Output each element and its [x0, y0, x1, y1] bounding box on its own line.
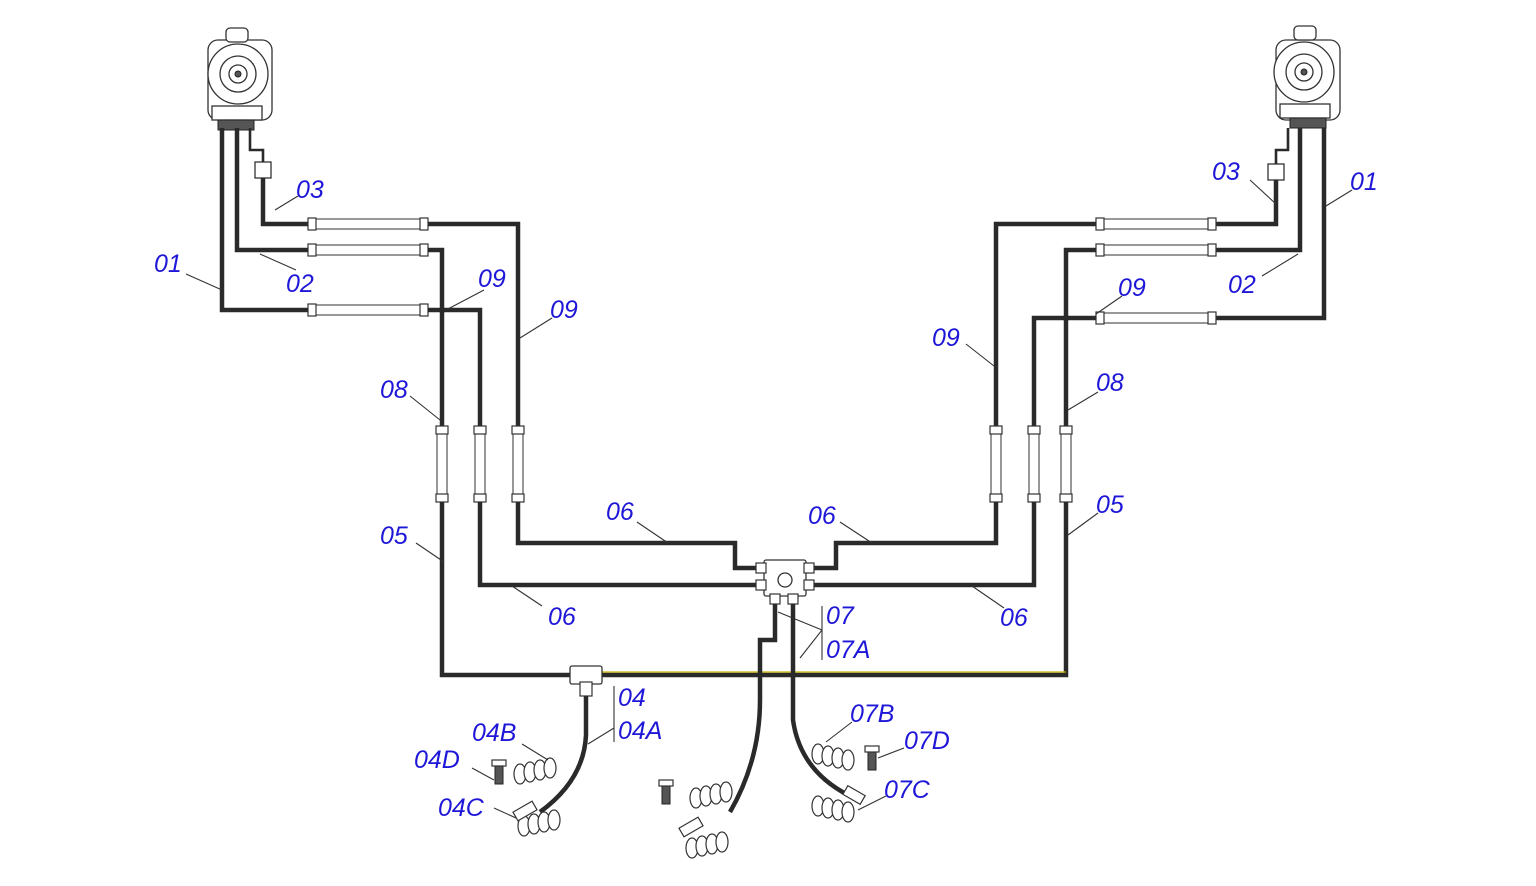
label-right-06-lower: 06 [1000, 604, 1028, 632]
label-right-09-lower: 09 [932, 324, 960, 352]
label-04A: 04A [618, 717, 662, 745]
left-hoses [219, 128, 758, 678]
label-left-06-lower: 06 [548, 603, 576, 631]
label-right-01: 01 [1350, 168, 1378, 196]
hose-end-parts-center [658, 779, 733, 859]
callout-labels: 01 02 03 09 09 08 05 06 06 01 02 03 09 0… [154, 158, 1378, 822]
leader-lines [185, 179, 1353, 819]
tee-fitting-04 [538, 665, 603, 814]
label-04C: 04C [438, 794, 485, 822]
left-actuator [207, 27, 273, 179]
label-04B: 04B [472, 719, 516, 747]
hose-end-parts-04 [491, 757, 561, 837]
label-04: 04 [618, 684, 646, 712]
label-right-08: 08 [1096, 369, 1124, 397]
label-left-03: 03 [296, 176, 324, 204]
right-hoses [600, 128, 1327, 678]
label-right-05: 05 [1096, 491, 1124, 519]
label-left-02: 02 [286, 270, 314, 298]
center-manifold [728, 559, 850, 814]
label-right-02: 02 [1228, 271, 1256, 299]
label-left-05: 05 [380, 522, 408, 550]
label-07A: 07A [826, 636, 870, 664]
label-07: 07 [826, 602, 855, 630]
label-07B: 07B [850, 700, 894, 728]
hose-end-parts-07 [811, 743, 880, 823]
label-left-09-upper: 09 [478, 265, 506, 293]
label-07C: 07C [884, 776, 931, 804]
right-actuator [1267, 25, 1341, 181]
label-left-08: 08 [380, 376, 408, 404]
label-07D: 07D [904, 727, 950, 755]
label-04D: 04D [414, 746, 460, 774]
label-right-09-upper: 09 [1118, 274, 1146, 302]
label-left-09-lower: 09 [550, 296, 578, 324]
label-right-06-upper: 06 [808, 502, 836, 530]
label-left-06-upper: 06 [606, 498, 634, 526]
label-right-03: 03 [1212, 158, 1240, 186]
label-left-01: 01 [154, 250, 182, 278]
